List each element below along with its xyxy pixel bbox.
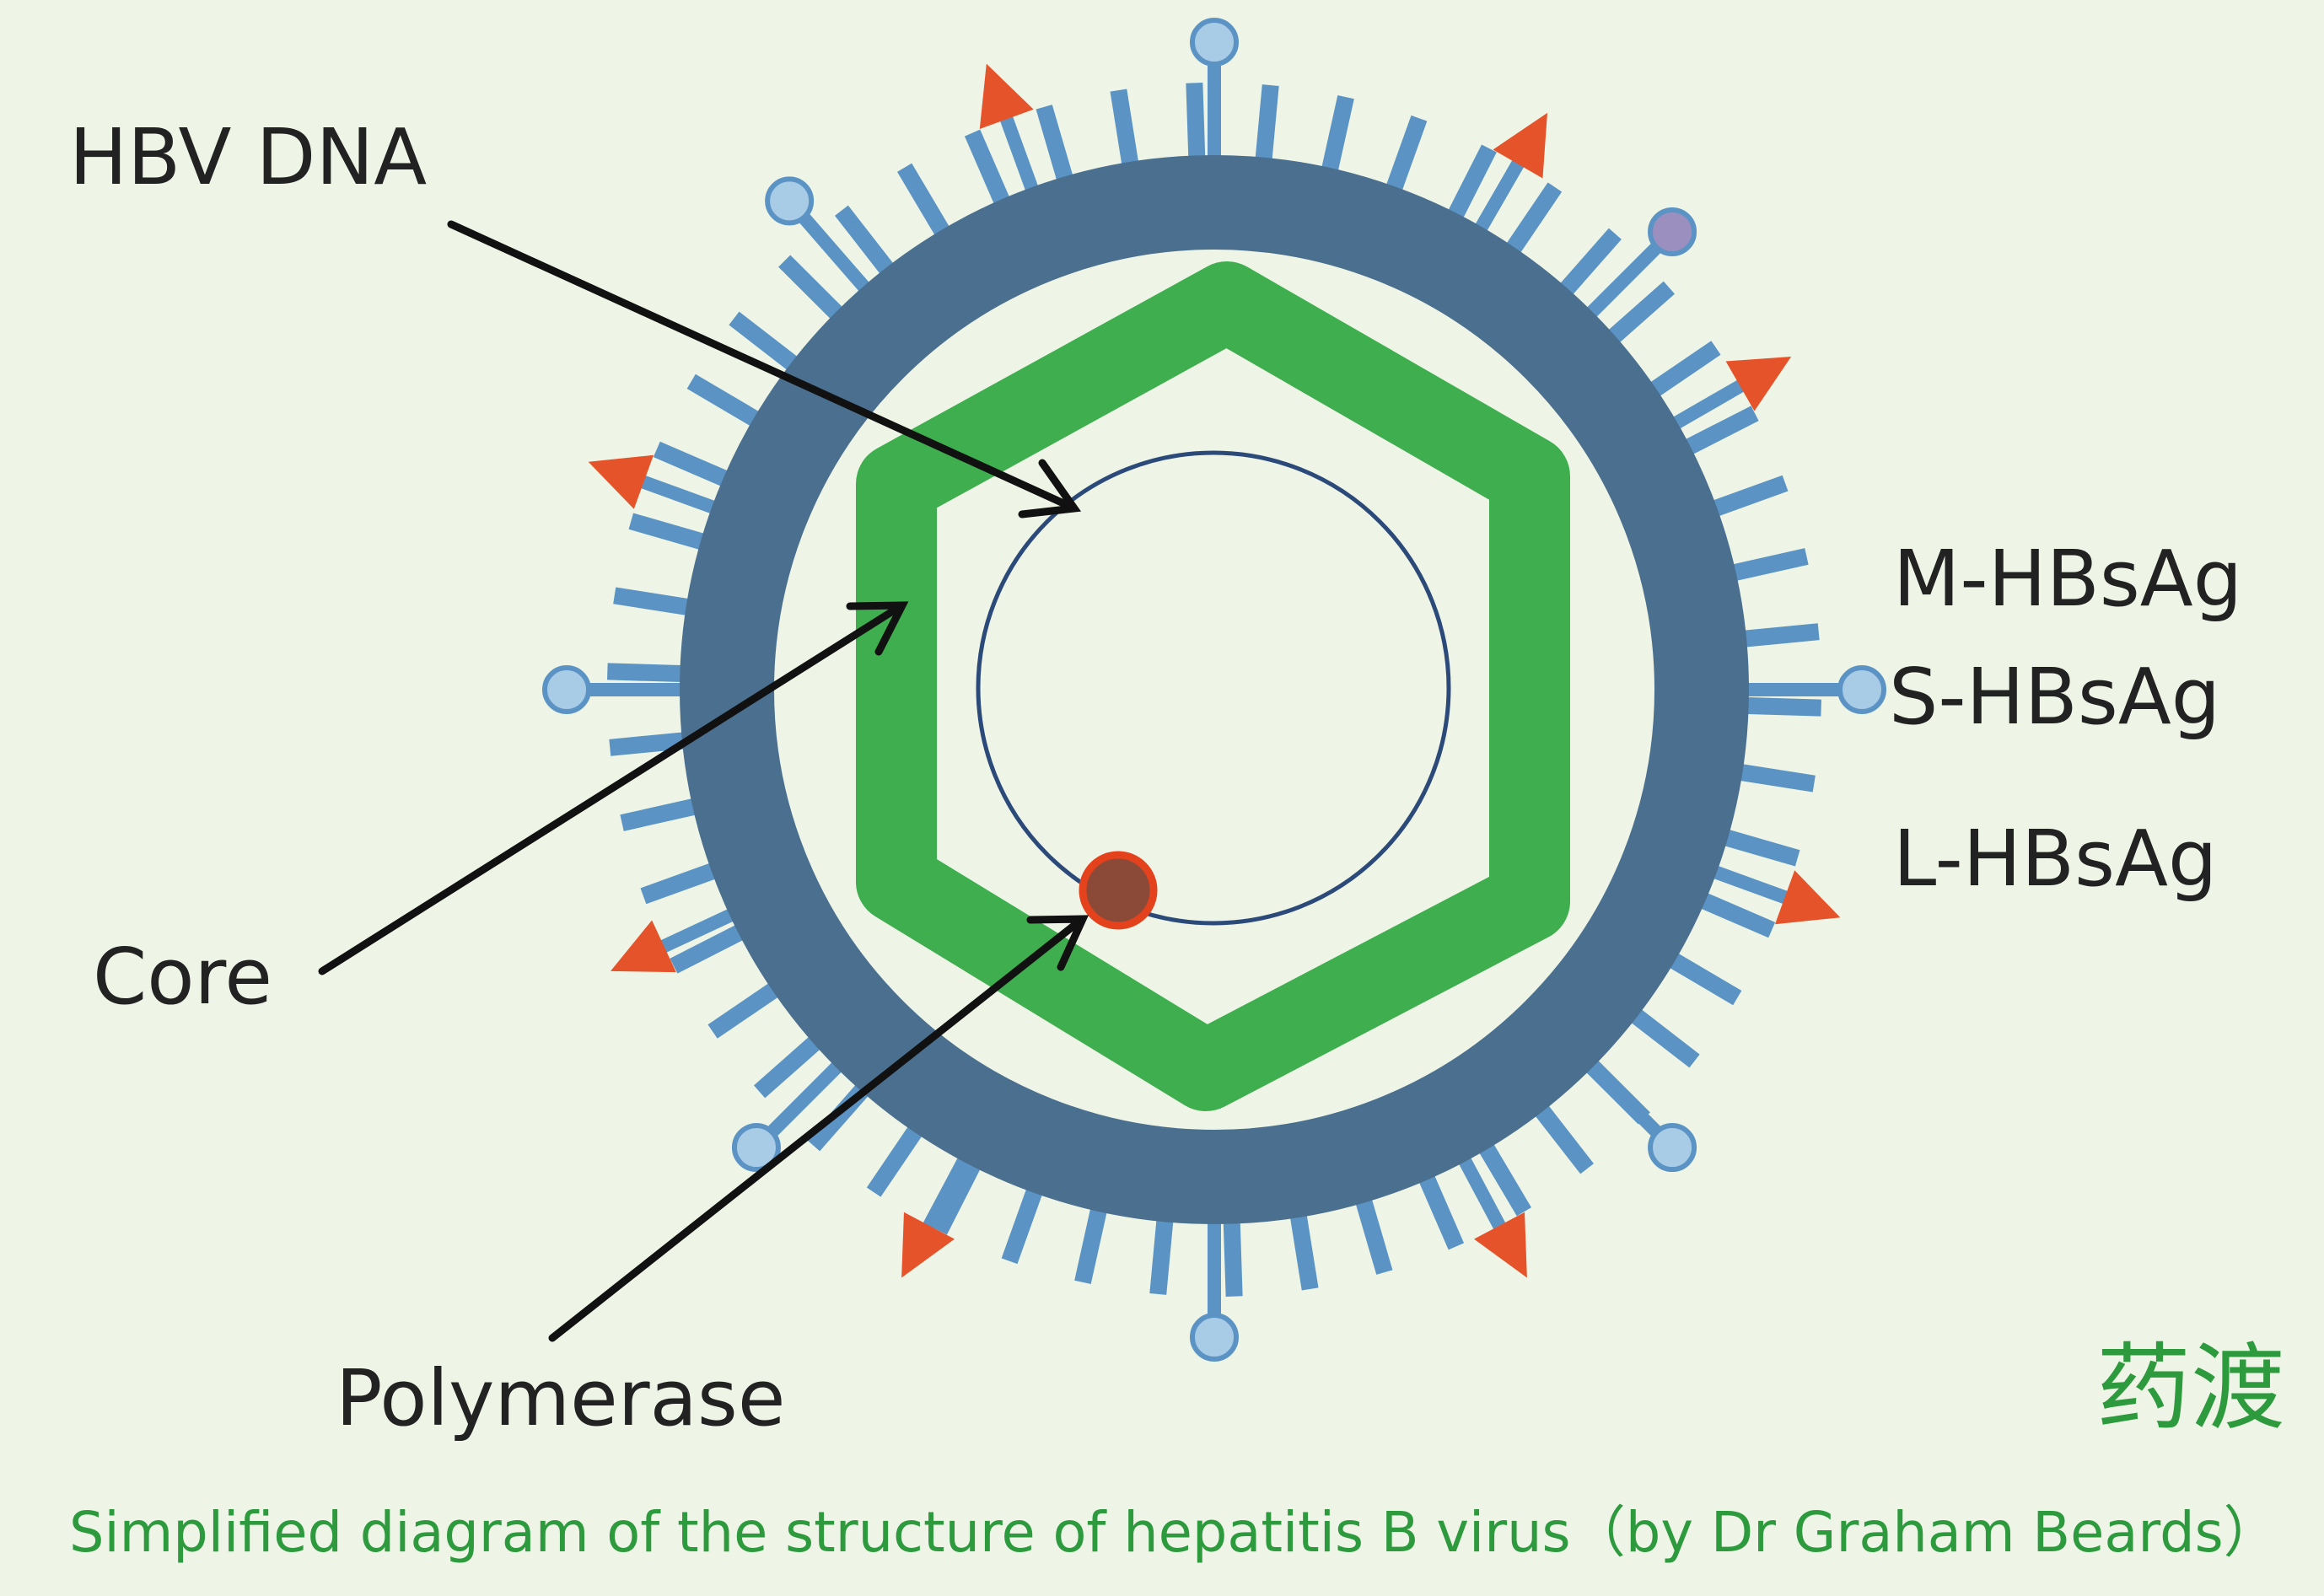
- label-l-hbsag: L-HBsAg: [1893, 814, 2217, 904]
- m-protein-bulb: [1648, 1123, 1697, 1173]
- label-polymerase: Polymerase: [336, 1353, 785, 1443]
- l-protein-arrowhead: [611, 920, 676, 973]
- m-protein-bulb: [1190, 1313, 1239, 1362]
- polymerase-dot: [1079, 851, 1158, 930]
- label-core: Core: [93, 932, 272, 1022]
- m-protein-bulb: [1190, 18, 1239, 67]
- caption: Simplified diagram of the structure of h…: [69, 1500, 2278, 1565]
- l-protein-arrowhead: [1725, 357, 1792, 411]
- core-capsid: [856, 261, 1570, 1111]
- pointer-hbv-dna: [447, 220, 1075, 511]
- l-protein-arrowhead: [1774, 870, 1841, 925]
- pointer-hbv-dna-head: [1018, 459, 1082, 519]
- label-s-hbsag: S-HBsAg: [1889, 652, 2220, 742]
- pointer-polymerase: [548, 916, 1084, 1342]
- watermark: 药渡: [2096, 1334, 2285, 1443]
- m-protein-bulb: [542, 665, 591, 714]
- label-m-hbsag: M-HBsAg: [1893, 534, 2242, 624]
- viral-envelope: [680, 155, 1749, 1224]
- l-protein-arrowhead: [1493, 112, 1547, 179]
- l-protein-arrowhead: [1473, 1212, 1527, 1278]
- label-hbv-dna: HBV DNA: [69, 112, 427, 202]
- pointer-polymerase-head: [1026, 915, 1089, 971]
- m-protein-bulb: [1837, 665, 1886, 714]
- m-protein-bulb: [1648, 207, 1697, 256]
- m-protein-bulb: [765, 176, 815, 226]
- pointer-core-head: [846, 601, 909, 656]
- pointer-arrows: [318, 220, 1089, 1342]
- hbv-dna-circle: [976, 450, 1451, 926]
- m-protein-bulb: [731, 1123, 781, 1173]
- l-protein-arrowhead: [979, 63, 1034, 130]
- pointer-core: [318, 602, 905, 975]
- l-protein-arrowhead: [901, 1212, 955, 1278]
- l-protein-arrowhead: [588, 454, 654, 509]
